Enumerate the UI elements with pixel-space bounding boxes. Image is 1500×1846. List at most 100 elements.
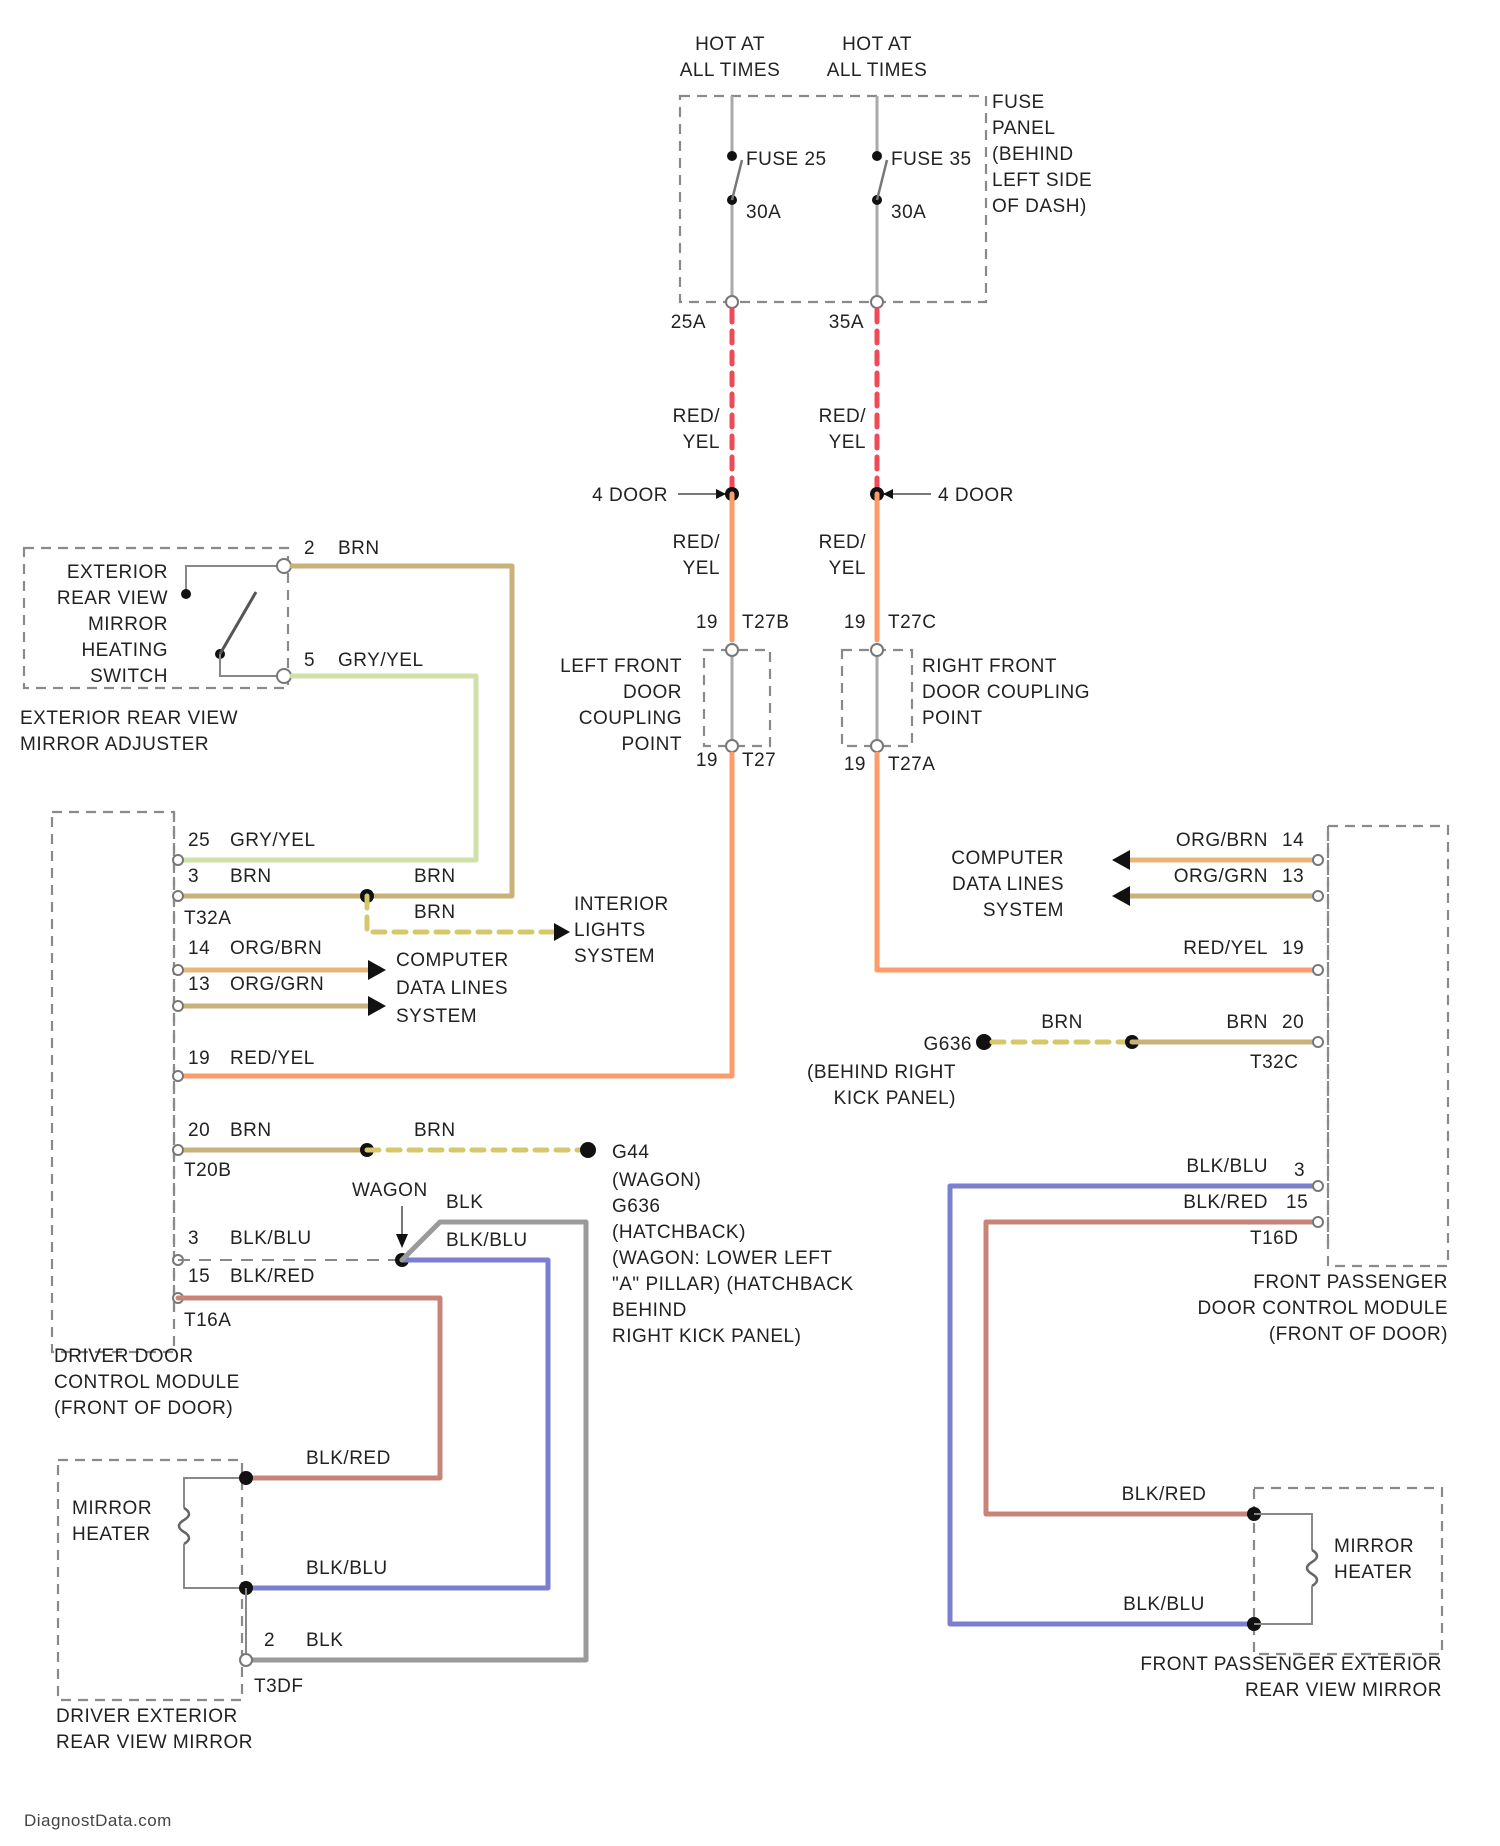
- wire-brn-interior-lights: [367, 896, 560, 932]
- four-door-left-label: 4 DOOR: [592, 485, 668, 506]
- driver-p25: 25: [188, 830, 210, 851]
- pass-brn-left: BRN: [1041, 1012, 1083, 1033]
- ground-left-line7: RIGHT KICK PANEL): [612, 1326, 801, 1347]
- pass-p19-color: RED/YEL: [1183, 938, 1268, 959]
- pass-ground-line2: KICK PANEL): [834, 1088, 956, 1109]
- ground-g44-group: G44 (WAGON) G636 (HATCHBACK) (WAGON: LOW…: [352, 1142, 854, 1347]
- fuse-panel: HOT AT ALL TIMES HOT AT ALL TIMES FUSE 2…: [671, 34, 1093, 333]
- fuse-25-amps: 30A: [746, 202, 781, 223]
- left-coupling-line1: LEFT FRONT: [560, 656, 682, 677]
- ground-left-line5: "A" PILLAR) (HATCHBACK: [612, 1274, 854, 1295]
- pass-mirror-blk-blu: BLK/BLU: [1123, 1594, 1205, 1615]
- driver-p25-color: GRY/YEL: [230, 830, 316, 851]
- driver-mirror-conn: T3DF: [254, 1676, 304, 1697]
- pass-p13: 13: [1282, 866, 1304, 887]
- pass-mirror-line2: REAR VIEW MIRROR: [1245, 1680, 1442, 1701]
- driver-p15-color: BLK/RED: [230, 1266, 315, 1287]
- fuse-panel-line1: FUSE: [992, 92, 1045, 113]
- driver-p3b-color: BLK/BLU: [230, 1228, 312, 1249]
- driver-p19-color: RED/YEL: [230, 1048, 315, 1069]
- wire-blk-red-passenger: [986, 1222, 1316, 1514]
- ground-g44-icon: [580, 1142, 596, 1158]
- switch-contact-icon: [220, 592, 256, 654]
- label-red-yel-3a: RED/: [673, 532, 721, 553]
- pass-p3: 3: [1294, 1160, 1305, 1181]
- switch-pin-5: 5: [304, 650, 315, 671]
- driver-p3b: 3: [188, 1228, 199, 1249]
- computer-data-lines-left: COMPUTER DATA LINES SYSTEM: [396, 950, 509, 1027]
- pass-p14: 14: [1282, 830, 1304, 851]
- driver-conn-t16a: T16A: [184, 1310, 231, 1331]
- right-coupling-pin-bottom: 19: [844, 754, 866, 775]
- pass-computer-line1: COMPUTER: [951, 848, 1064, 869]
- right-coupling-line1: RIGHT FRONT: [922, 656, 1057, 677]
- label-red-yel-1b: YEL: [683, 432, 720, 453]
- ground-left-line4: (WAGON: LOWER LEFT: [612, 1248, 832, 1269]
- driver-brn-right: BRN: [414, 866, 456, 887]
- left-coupling-pin-bottom: 19: [696, 750, 718, 771]
- pass-ground-line1: (BEHIND RIGHT: [807, 1062, 956, 1083]
- adjuster-line1: EXTERIOR REAR VIEW: [20, 708, 238, 729]
- driver-mirror-heater-line2: HEATER: [72, 1524, 151, 1545]
- passenger-exterior-mirror: BLK/RED BLK/BLU MIRROR HEATER FRONT PASS…: [1122, 1484, 1442, 1701]
- ground-left-line3: (HATCHBACK): [612, 1222, 746, 1243]
- switch-line2: REAR VIEW: [57, 588, 168, 609]
- watermark: DiagnostData.com: [24, 1811, 172, 1830]
- label-red-yel-4a: RED/: [819, 532, 867, 553]
- ground-blk-label: BLK: [446, 1192, 483, 1213]
- fuse-panel-line5: OF DASH): [992, 196, 1087, 217]
- driver-p19: 19: [188, 1048, 210, 1069]
- driver-mirror-blk: BLK: [306, 1630, 343, 1651]
- label-red-yel-2a: RED/: [819, 406, 867, 427]
- passenger-heater-element-icon: [1307, 1550, 1317, 1586]
- ground-blk-blu-label: BLK/BLU: [446, 1230, 528, 1251]
- pass-mirror-heater-line1: MIRROR: [1334, 1536, 1414, 1557]
- driver-exterior-mirror: MIRROR HEATER BLK/RED BLK/BLU 2 BLK T3DF…: [56, 1448, 391, 1753]
- driver-p15: 15: [188, 1266, 210, 1287]
- driver-mirror-blk-blu: BLK/BLU: [306, 1558, 388, 1579]
- adjuster-line2: MIRROR ADJUSTER: [20, 734, 209, 755]
- driver-module-line1: DRIVER DOOR: [54, 1346, 194, 1367]
- left-coupling-line2: DOOR: [623, 682, 682, 703]
- driver-p14-color: ORG/BRN: [230, 938, 322, 959]
- hot-label-1-line2: ALL TIMES: [680, 60, 781, 81]
- driver-brn-down: BRN: [414, 902, 456, 923]
- hot-label-2-line2: ALL TIMES: [827, 60, 928, 81]
- pass-p20: 20: [1282, 1012, 1304, 1033]
- computer-left-line2: DATA LINES: [396, 978, 508, 999]
- fuse-35-icon: [877, 160, 887, 200]
- pass-module-line3: (FRONT OF DOOR): [1269, 1324, 1448, 1345]
- driver-door-control-module: 25 GRY/YEL 3 BRN BRN BRN T32A 14 ORG/BRN…: [52, 812, 596, 1419]
- driver-mirror-pin-2: 2: [264, 1630, 275, 1651]
- pass-module-line1: FRONT PASSENGER: [1253, 1272, 1448, 1293]
- wire-blk-blu-driver: [246, 1260, 548, 1588]
- pass-ground-id: G636: [924, 1034, 972, 1055]
- fuse-panel-line4: LEFT SIDE: [992, 170, 1092, 191]
- wire-blk-driver-ground: [246, 1222, 586, 1660]
- pass-mirror-heater-line2: HEATER: [1334, 1562, 1413, 1583]
- switch-pin-2: 2: [304, 538, 315, 559]
- driver-p3-color: BRN: [230, 866, 272, 887]
- driver-brn-ground: BRN: [414, 1120, 456, 1141]
- label-red-yel-2b: YEL: [829, 432, 866, 453]
- interior-lights-line2: LIGHTS: [574, 920, 646, 941]
- left-front-door-coupling: 19 T27B LEFT FRONT DOOR COUPLING POINT 1…: [560, 612, 789, 771]
- driver-p14: 14: [188, 938, 210, 959]
- driver-heater-element-icon: [179, 1508, 189, 1544]
- ground-left-line2: G636: [612, 1196, 660, 1217]
- driver-mirror-line2: REAR VIEW MIRROR: [56, 1732, 253, 1753]
- wire-brn-switch: [178, 566, 512, 896]
- switch-brn-label: BRN: [338, 538, 380, 559]
- label-red-yel-4b: YEL: [829, 558, 866, 579]
- label-red-yel-3b: YEL: [683, 558, 720, 579]
- right-coupling-conn-bottom: T27A: [888, 754, 935, 775]
- pass-computer-line3: SYSTEM: [983, 900, 1064, 921]
- right-coupling-pin-top: 19: [844, 612, 866, 633]
- pass-computer-line2: DATA LINES: [952, 874, 1064, 895]
- switch-line4: HEATING: [81, 640, 168, 661]
- mirror-heating-switch: EXTERIOR REAR VIEW MIRROR HEATING SWITCH…: [20, 538, 424, 755]
- hot-label-2-line1: HOT AT: [842, 34, 912, 55]
- wire-gry-yel-switch: [178, 676, 476, 860]
- ground-left-line6: BEHIND: [612, 1300, 687, 1321]
